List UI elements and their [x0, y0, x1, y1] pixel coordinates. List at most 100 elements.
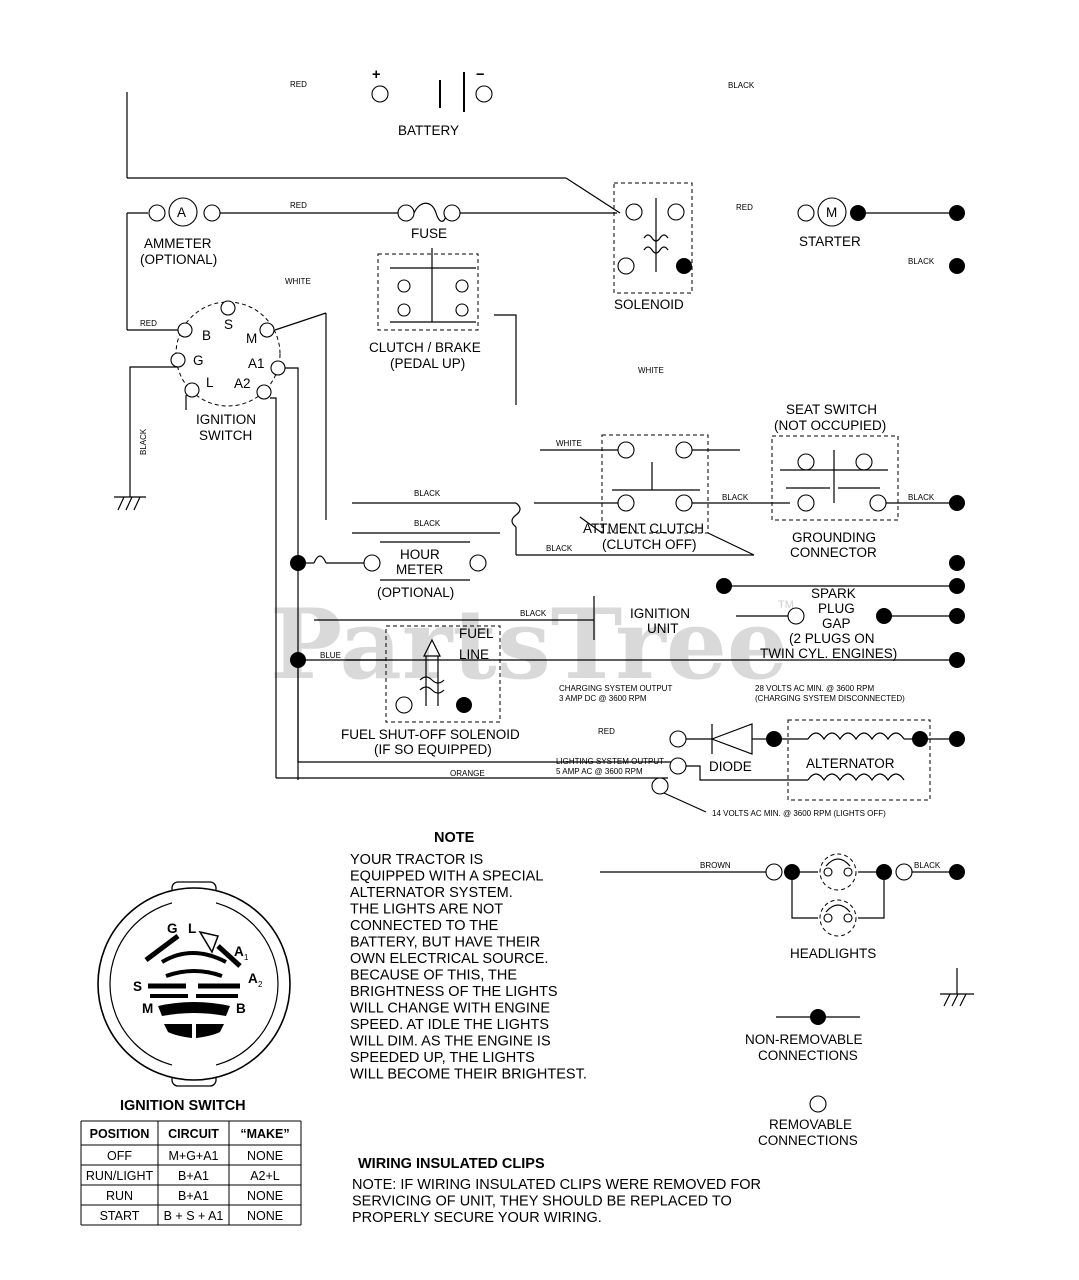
- note-line: WILL BECOME THEIR BRIGHTEST.: [350, 1067, 587, 1083]
- diode-label: DIODE: [709, 759, 752, 774]
- wire-label-white-attment: WHITE: [556, 439, 582, 448]
- ign-terminal-l: L: [206, 375, 214, 390]
- wiring-clips-note: WIRING INSULATED CLIPS NOTE: IF WIRING I…: [352, 1156, 761, 1226]
- face-b: B: [236, 1001, 246, 1016]
- clips-lines: NOTE: IF WIRING INSULATED CLIPS WERE REM…: [352, 1177, 761, 1226]
- wire-label-white-mid: WHITE: [638, 366, 664, 375]
- face-g: G: [167, 921, 178, 936]
- table-cell: NONE: [247, 1189, 283, 1203]
- headlights-label: HEADLIGHTS: [790, 946, 876, 961]
- table-cell: B+A1: [178, 1169, 209, 1183]
- legend-nonremovable-2: CONNECTIONS: [758, 1048, 858, 1063]
- wire-label-blue: BLUE: [320, 651, 341, 660]
- battery-minus: −: [476, 67, 484, 83]
- hour-label-2: METER: [396, 562, 444, 577]
- watermark-tm: TM: [778, 599, 794, 611]
- table-cell: OFF: [107, 1149, 132, 1163]
- ammeter-label-1: AMMETER: [144, 236, 212, 251]
- ign-terminal-g: G: [193, 353, 204, 368]
- battery: + − BATTERY RED BLACK: [126, 67, 755, 214]
- charging-label-2: 3 AMP DC @ 3600 RPM: [559, 694, 647, 703]
- wire-label-red-ignition: RED: [140, 319, 157, 328]
- volts14-label: 14 VOLTS AC MIN. @ 3600 RPM (LIGHTS OFF): [712, 809, 886, 818]
- ignition-switch: B S M G A1 L A2 IGNITION SWITCH RED WHIT…: [129, 277, 327, 780]
- fuse: FUSE: [397, 202, 617, 241]
- fuse-label: FUSE: [411, 226, 447, 241]
- fuel-label-1: FUEL: [459, 626, 494, 641]
- grounding-label-2: CONNECTOR: [790, 545, 877, 560]
- clips-line: SERVICING OF UNIT, THEY SHOULD BE REPLAC…: [352, 1194, 732, 1210]
- note-line: BRIGHTNESS OF THE LIGHTS: [350, 984, 558, 1000]
- table-header-cell: CIRCUIT: [168, 1127, 219, 1141]
- face-a2-sub: 2: [258, 980, 263, 989]
- wire-label-black-battery: BLACK: [728, 81, 755, 90]
- wire-label-black-seat: BLACK: [908, 493, 935, 502]
- alternator-section: DIODE ALTERNATOR CHARGING SYSTEM OUTPUT …: [556, 684, 965, 818]
- ign-unit-label-2: UNIT: [647, 621, 679, 636]
- hour-meter: HOUR METER (OPTIONAL): [290, 541, 487, 600]
- clutch-brake-switch: CLUTCH / BRAKE (PEDAL UP): [325, 248, 517, 520]
- wire-label-black-ignition: BLACK: [139, 428, 148, 455]
- note-line: SPEEDED UP, THE LIGHTS: [350, 1050, 535, 1066]
- note-line: EQUIPPED WITH A SPECIAL: [350, 869, 543, 885]
- legend-removable-2: CONNECTIONS: [758, 1133, 858, 1148]
- fuel-shutoff-solenoid: FUEL LINE FUEL SHUT-OFF SOLENOID (IF SO …: [276, 625, 678, 779]
- battery-plus: +: [372, 67, 380, 83]
- starter-label: STARTER: [799, 234, 861, 249]
- wire-label-orange: ORANGE: [450, 769, 485, 778]
- ignition-label-2: SWITCH: [199, 428, 252, 443]
- hour-label-3: (OPTIONAL): [377, 585, 454, 600]
- watermark: PartsTree: [270, 588, 788, 701]
- table-cell: NONE: [247, 1149, 283, 1163]
- ground-symbol-right: [940, 968, 974, 1007]
- ammeter-a: A: [177, 205, 186, 220]
- table-cell: RUN: [106, 1189, 133, 1203]
- lighting-label-1: LIGHTING SYSTEM OUTPUT: [556, 757, 664, 766]
- starter-m: M: [826, 205, 837, 220]
- ign-terminal-a2: A2: [234, 376, 251, 391]
- ign-terminal-b: B: [202, 328, 211, 343]
- note-line: THE LIGHTS ARE NOT: [350, 902, 503, 918]
- wire-label-black-starter: BLACK: [908, 257, 935, 266]
- wire-label-red-charging: RED: [598, 727, 615, 736]
- wire-label-red-ammeter: RED: [290, 201, 307, 210]
- note-line: BECAUSE OF THIS, THE: [350, 968, 517, 984]
- ign-terminal-a1: A1: [248, 356, 265, 371]
- note-line: SPEED. AT IDLE THE LIGHTS: [350, 1017, 549, 1033]
- solenoid-label: SOLENOID: [614, 297, 684, 312]
- face-a1: A: [234, 944, 244, 959]
- table-cell: A2+L: [250, 1169, 280, 1183]
- seat-label-1: SEAT SWITCH: [786, 402, 877, 417]
- legend-nonremovable-1: NON-REMOVABLE: [745, 1032, 863, 1047]
- charging-label-1: CHARGING SYSTEM OUTPUT: [559, 684, 672, 693]
- fuel-label-2: LINE: [459, 647, 489, 662]
- wire-label-black-ignunit: BLACK: [520, 609, 547, 618]
- face-m: M: [142, 1001, 153, 1016]
- volts28-label-2: (CHARGING SYSTEM DISCONNECTED): [755, 694, 905, 703]
- spark-label-4: (2 PLUGS ON: [789, 631, 875, 646]
- table-cell: START: [100, 1209, 140, 1223]
- face-a1-sub: 1: [244, 953, 249, 962]
- grounding-label-1: GROUNDING: [792, 530, 876, 545]
- note-line: WILL DIM. AS THE ENGINE IS: [350, 1034, 551, 1050]
- note-line: CONNECTED TO THE: [350, 918, 499, 934]
- wire-label-white-ignition: WHITE: [285, 277, 311, 286]
- attment-label-2: (CLUTCH OFF): [602, 537, 697, 552]
- wire-label-black-attment-1: BLACK: [414, 489, 441, 498]
- legend: NON-REMOVABLE CONNECTIONS REMOVABLE CONN…: [745, 1009, 863, 1148]
- face-a2: A: [248, 971, 258, 986]
- alternator-label: ALTERNATOR: [806, 756, 895, 771]
- ign-unit-label-1: IGNITION: [630, 606, 690, 621]
- ammeter: A AMMETER (OPTIONAL) RED: [126, 197, 398, 331]
- fuelsol-label-2: (IF SO EQUIPPED): [374, 742, 492, 757]
- note-line: OWN ELECTRICAL SOURCE.: [350, 951, 548, 967]
- note-line: ALTERNATOR SYSTEM.: [350, 885, 513, 901]
- volts28-label-1: 28 VOLTS AC MIN. @ 3600 RPM: [755, 684, 874, 693]
- note-line: BATTERY, BUT HAVE THEIR: [350, 935, 540, 951]
- fuelsol-label-1: FUEL SHUT-OFF SOLENOID: [341, 727, 520, 742]
- spark-label-5: TWIN CYL. ENGINES): [760, 646, 897, 661]
- wire-label-brown: BROWN: [700, 861, 731, 870]
- attachment-clutch-switch: ATTMENT CLUTCH (CLUTCH OFF) WHITE WHITE …: [352, 366, 790, 556]
